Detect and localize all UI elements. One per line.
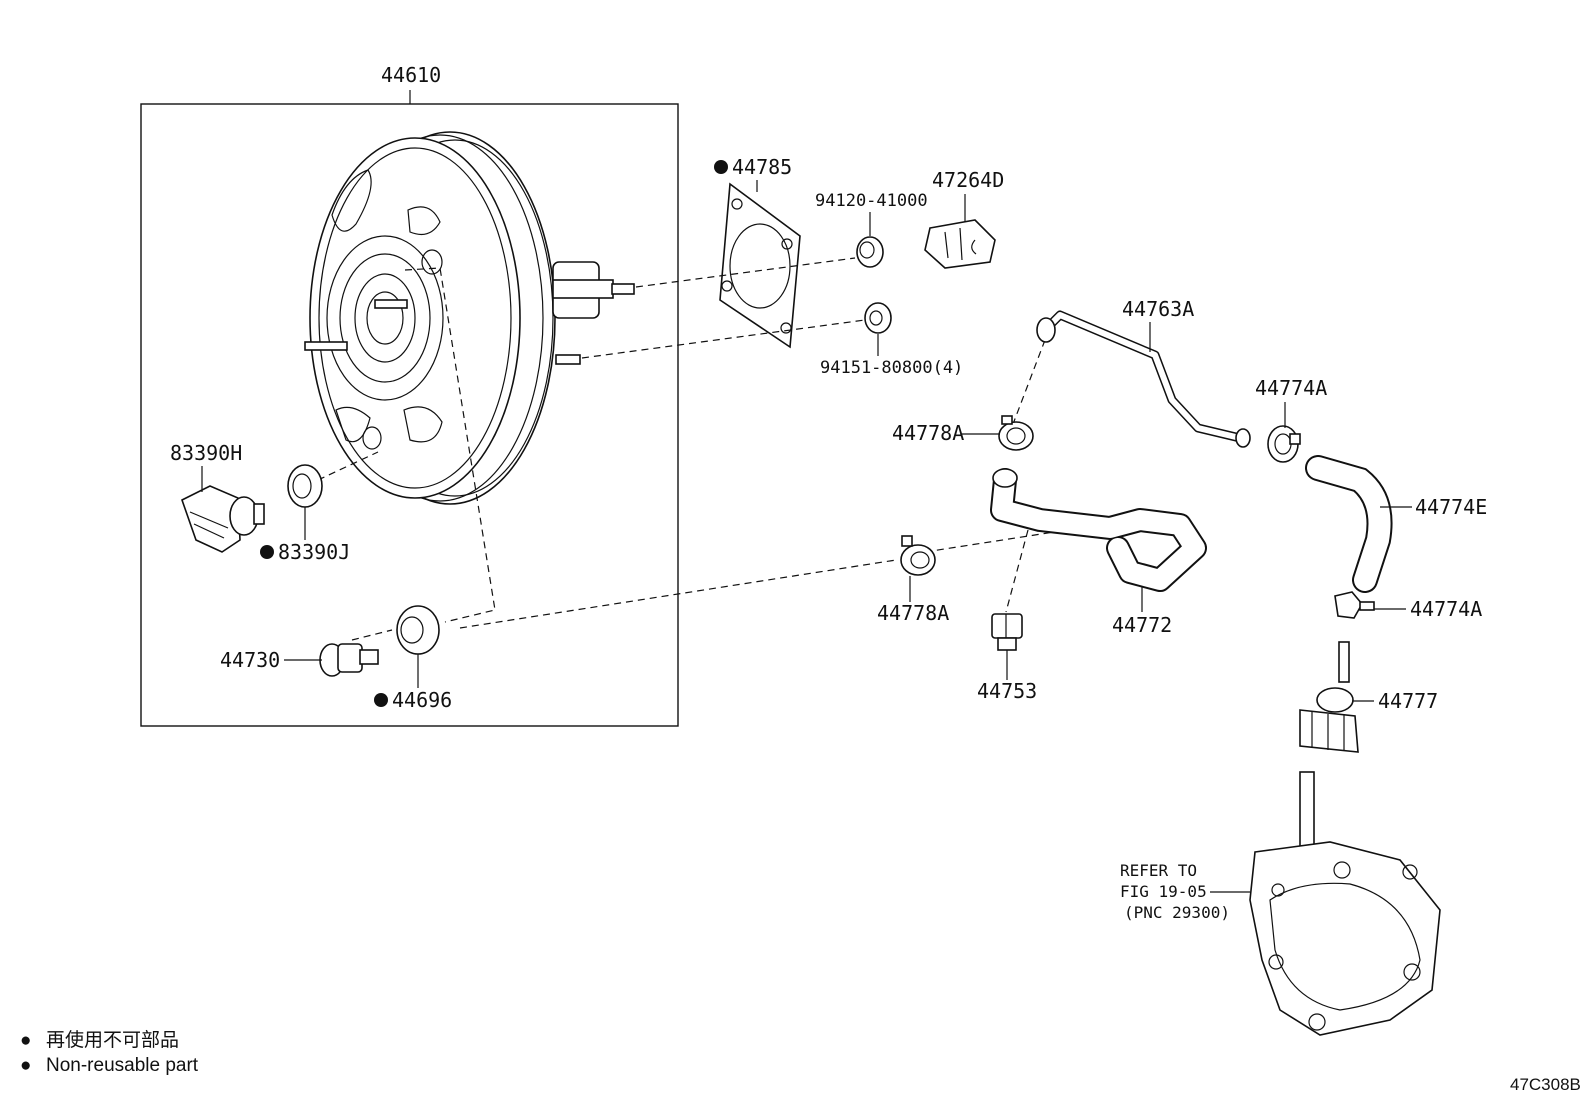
hose-clamp-lower-drawing bbox=[900, 535, 936, 576]
vacuum-hose-e-drawing bbox=[1305, 455, 1393, 593]
reference-note-line1: REFER TO bbox=[1120, 861, 1197, 880]
legend-marker-jp: ● bbox=[20, 1030, 31, 1051]
part-number-check-valve: 44777 bbox=[1378, 689, 1438, 713]
part-number-clip-753: 44753 bbox=[977, 679, 1037, 703]
non-reusable-marker-gasket bbox=[714, 160, 728, 174]
part-number-sensor: 83390H bbox=[170, 441, 242, 465]
vacuum-hose-772-drawing bbox=[990, 468, 1207, 592]
part-number-clamp-778-upper: 44778A bbox=[892, 421, 964, 445]
bracket-drawing bbox=[924, 219, 996, 269]
check-valve-drawing bbox=[1299, 641, 1359, 753]
part-number-bracket: 47264D bbox=[932, 168, 1004, 192]
part-number-flange-nut: 94151-80800(4) bbox=[820, 358, 963, 378]
legend-text-en: Non-reusable part bbox=[46, 1055, 199, 1076]
hose-clamp-upper-drawing bbox=[998, 415, 1034, 451]
flange-nut-drawing bbox=[864, 302, 892, 334]
hose-clamp-a-lower-drawing bbox=[1334, 591, 1375, 619]
legend-text-jp: 再使用不可部品 bbox=[46, 1029, 179, 1051]
part-number-hose-pipe: 44763A bbox=[1122, 297, 1194, 321]
part-number-gasket: 44785 bbox=[732, 155, 792, 179]
union-drawing bbox=[319, 643, 379, 677]
part-number-hose-772: 44772 bbox=[1112, 613, 1172, 637]
vacuum-pipe-drawing bbox=[1036, 310, 1251, 448]
gasket-drawing bbox=[719, 182, 801, 349]
part-number-hose-e: 44774E bbox=[1415, 495, 1487, 519]
hose-clamp-a-upper-drawing bbox=[1267, 425, 1301, 463]
part-number-nut: 94120-41000 bbox=[815, 191, 928, 211]
legend-marker-en: ● bbox=[20, 1055, 31, 1076]
figure-code: 47C308B bbox=[1510, 1075, 1581, 1094]
non-reusable-marker-grommet-sensor bbox=[260, 545, 274, 559]
part-number-booster: 44610 bbox=[381, 63, 441, 87]
grommet-union-drawing bbox=[396, 605, 440, 655]
brake-booster-drawing bbox=[304, 131, 635, 505]
part-number-clamp-778-lower: 44778A bbox=[877, 601, 949, 625]
vacuum-pump-drawing bbox=[1249, 771, 1441, 1036]
part-number-clamp-a-upper: 44774A bbox=[1255, 376, 1327, 400]
grommet-sensor-drawing bbox=[287, 464, 323, 508]
reference-note-line3: (PNC 29300) bbox=[1124, 903, 1230, 922]
part-number-grommet-union: 44696 bbox=[392, 688, 452, 712]
part-number-clamp-a-lower: 44774A bbox=[1410, 597, 1482, 621]
nut-drawing bbox=[856, 236, 884, 268]
assembly-lines bbox=[317, 257, 1081, 641]
reference-note-line2: FIG 19-05 bbox=[1120, 882, 1207, 901]
part-number-union: 44730 bbox=[220, 648, 280, 672]
hose-clip-drawing bbox=[991, 613, 1023, 651]
sensor-drawing bbox=[181, 485, 265, 553]
non-reusable-marker-grommet-union bbox=[374, 693, 388, 707]
part-number-grommet-sensor: 83390J bbox=[278, 540, 350, 564]
